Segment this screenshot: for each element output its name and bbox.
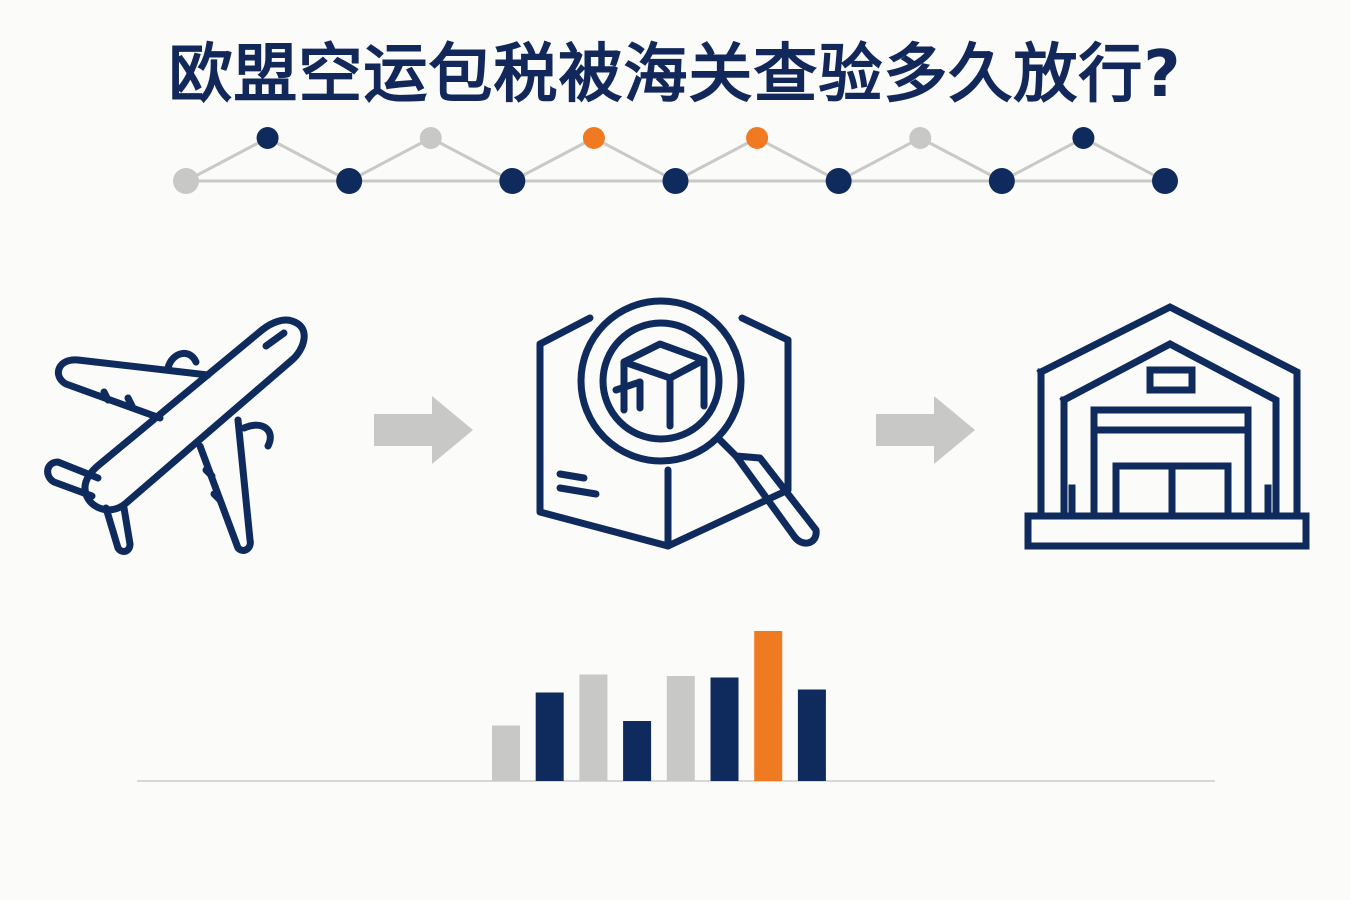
timeline-link xyxy=(266,136,350,183)
chart-bar xyxy=(754,631,783,781)
timeline-node xyxy=(1152,168,1178,194)
chart-bars xyxy=(492,631,826,781)
timeline-link xyxy=(674,136,758,183)
warehouse-icon xyxy=(1024,303,1310,550)
arrow-right-icon xyxy=(374,396,473,464)
chart-bar xyxy=(797,689,826,781)
airplane-icon xyxy=(44,316,308,555)
chart-bar xyxy=(666,676,695,781)
timeline-link xyxy=(837,136,921,183)
timeline-node xyxy=(499,168,526,194)
bar-chart xyxy=(137,631,1215,782)
timeline-link xyxy=(185,136,269,183)
timeline-node xyxy=(1072,127,1095,149)
timeline-node xyxy=(336,168,363,194)
timeline-link xyxy=(1082,136,1166,183)
timeline-node xyxy=(825,168,852,194)
timeline-node xyxy=(173,168,199,194)
timeline-links xyxy=(185,136,1166,183)
chart-bar xyxy=(710,677,739,781)
timeline-node xyxy=(909,127,932,149)
timeline xyxy=(173,127,1178,194)
package-inspection-icon xyxy=(536,297,820,550)
chart-bar xyxy=(623,721,652,781)
timeline-node xyxy=(256,127,279,149)
timeline-link xyxy=(348,136,432,183)
timeline-link xyxy=(1001,136,1085,183)
arrow-right-icon xyxy=(876,396,975,464)
timeline-link xyxy=(511,136,595,183)
timeline-node xyxy=(662,168,689,194)
timeline-link xyxy=(430,136,514,183)
chart-bar xyxy=(535,692,564,781)
page-title: 欧盟空运包税被海关查验多久放行? xyxy=(168,38,1182,112)
timeline-link xyxy=(593,136,677,183)
timeline-node xyxy=(746,127,769,149)
chart-bar xyxy=(579,674,608,781)
chart-bar xyxy=(492,725,520,781)
timeline-node xyxy=(419,127,442,149)
timeline-node xyxy=(988,168,1015,194)
timeline-link xyxy=(756,136,840,183)
timeline-node xyxy=(582,127,605,149)
timeline-nodes xyxy=(173,127,1178,194)
timeline-link xyxy=(919,136,1003,183)
